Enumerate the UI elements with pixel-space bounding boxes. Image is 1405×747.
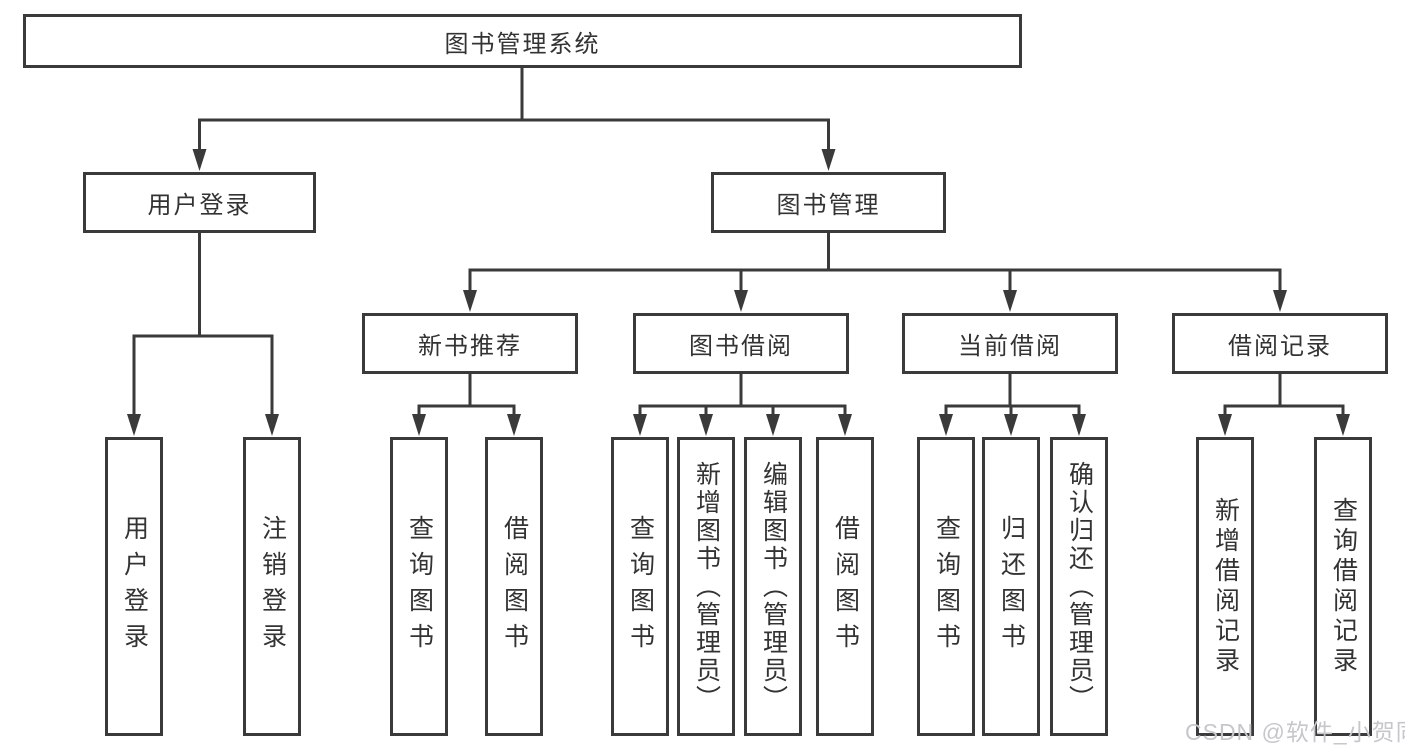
connector-user-login: [132, 233, 274, 416]
leaf-confirm-return-admin: 确认归还（管理员）: [1050, 437, 1108, 736]
node-book-borrow: 图书借阅: [633, 313, 849, 374]
node-new-book-recommend: 新书推荐: [362, 313, 578, 374]
node-book-management: 图书管理: [711, 172, 946, 233]
leaf-add-borrow-record: 新增借阅记录: [1196, 437, 1254, 736]
leaf-query-books-recommend: 查询图书: [390, 437, 448, 736]
connector-book-management: [468, 233, 1282, 292]
leaf-query-books-borrow: 查询图书: [611, 437, 669, 736]
connector-current: [944, 374, 1081, 416]
leaf-query-borrow-record: 查询借阅记录: [1314, 437, 1372, 736]
leaf-edit-book-admin: 编辑图书（管理员）: [744, 437, 802, 736]
connector-borrow: [638, 374, 847, 416]
connector-recommend: [417, 374, 516, 416]
leaf-borrow-books-recommend: 借阅图书: [485, 437, 543, 736]
node-user-login: 用户登录: [83, 172, 316, 233]
node-library-system: 图书管理系统: [23, 14, 1022, 68]
node-current-borrow: 当前借阅: [902, 313, 1118, 374]
leaf-logout: 注销登录: [243, 437, 301, 736]
node-borrow-records: 借阅记录: [1172, 313, 1388, 374]
connector-root: [198, 67, 830, 151]
watermark: CSDN @软件_小贺同学: [1185, 719, 1405, 745]
leaf-user-login: 用户登录: [105, 437, 163, 736]
leaf-add-book-admin: 新增图书（管理员）: [677, 437, 735, 736]
leaf-return-books: 归还图书: [982, 437, 1040, 736]
leaf-borrow-books-borrow: 借阅图书: [816, 437, 874, 736]
connector-records: [1223, 374, 1345, 416]
leaf-query-books-current: 查询图书: [917, 437, 975, 736]
